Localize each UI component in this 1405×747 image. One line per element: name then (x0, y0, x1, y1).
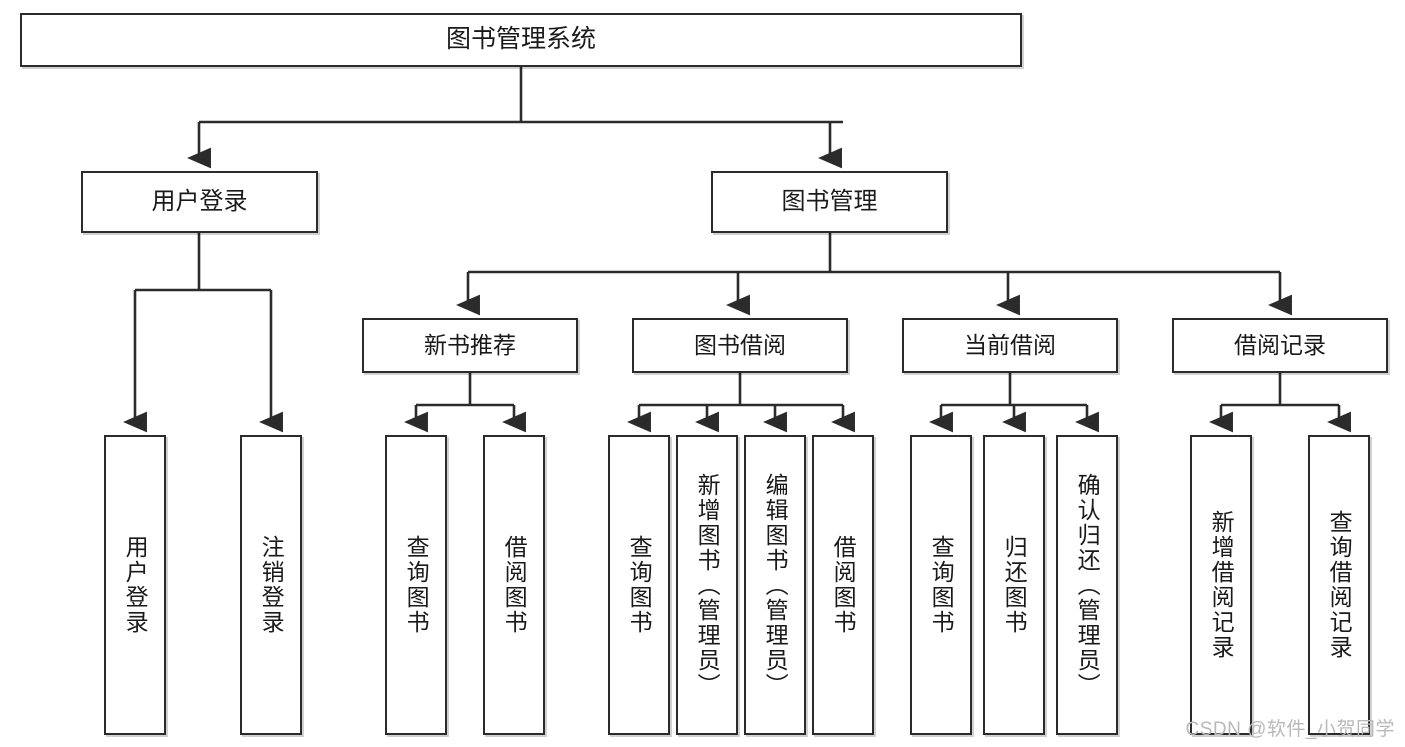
node-leaf-edit-book-admin[interactable]: 编辑图书（管理员） (744, 435, 806, 735)
node-leaf-query-book-current[interactable]: 查询图书 (910, 435, 972, 735)
node-leaf-query-book-rec[interactable]: 查询图书 (385, 435, 447, 735)
node-current-borrow-label: 当前借阅 (964, 331, 1056, 358)
node-borrow-record[interactable]: 借阅记录 (1172, 318, 1388, 373)
node-leaf-add-book-admin-label: 新增图书（管理员） (694, 472, 721, 698)
node-new-book-recommend-label: 新书推荐 (424, 331, 516, 358)
node-leaf-user-login[interactable]: 用户登录 (104, 435, 166, 735)
node-leaf-borrow-book[interactable]: 借阅图书 (812, 435, 874, 735)
node-new-book-recommend[interactable]: 新书推荐 (362, 318, 578, 373)
node-root-system[interactable]: 图书管理系统 (20, 13, 1022, 67)
node-leaf-edit-book-admin-label: 编辑图书（管理员） (762, 472, 789, 698)
node-book-borrow-label: 图书借阅 (694, 331, 786, 358)
node-leaf-add-book-admin[interactable]: 新增图书（管理员） (676, 435, 738, 735)
node-leaf-borrow-book-rec-label: 借阅图书 (501, 535, 528, 635)
node-user-login-label: 用户登录 (151, 187, 248, 215)
node-leaf-return-book-label: 归还图书 (1001, 535, 1028, 635)
node-current-borrow[interactable]: 当前借阅 (902, 318, 1118, 373)
csdn-watermark: CSDN @软件_小贺同学 (1185, 719, 1395, 740)
node-leaf-query-book-current-label: 查询图书 (928, 535, 955, 635)
node-leaf-user-login-label: 用户登录 (122, 535, 149, 635)
node-leaf-return-book[interactable]: 归还图书 (983, 435, 1045, 735)
node-root-label: 图书管理系统 (445, 25, 596, 54)
node-leaf-query-book-borrow[interactable]: 查询图书 (608, 435, 670, 735)
node-leaf-add-borrow-record[interactable]: 新增借阅记录 (1190, 435, 1252, 735)
node-leaf-query-book-rec-label: 查询图书 (403, 535, 430, 635)
node-user-login[interactable]: 用户登录 (81, 171, 318, 233)
node-book-manage-label: 图书管理 (781, 187, 878, 215)
node-leaf-query-borrow-record-label: 查询借阅记录 (1326, 510, 1353, 660)
node-leaf-query-borrow-record[interactable]: 查询借阅记录 (1308, 435, 1370, 735)
node-leaf-confirm-return-admin[interactable]: 确认归还（管理员） (1056, 435, 1118, 735)
node-book-manage[interactable]: 图书管理 (711, 171, 948, 233)
node-leaf-add-borrow-record-label: 新增借阅记录 (1208, 510, 1235, 660)
node-leaf-logout-login[interactable]: 注销登录 (240, 435, 302, 735)
node-borrow-record-label: 借阅记录 (1234, 331, 1326, 358)
node-leaf-confirm-return-admin-label: 确认归还（管理员） (1074, 472, 1101, 698)
node-leaf-logout-login-label: 注销登录 (258, 535, 285, 635)
node-leaf-borrow-book-rec[interactable]: 借阅图书 (483, 435, 545, 735)
node-leaf-query-book-borrow-label: 查询图书 (626, 535, 653, 635)
node-leaf-borrow-book-label: 借阅图书 (830, 535, 857, 635)
node-book-borrow[interactable]: 图书借阅 (632, 318, 848, 373)
